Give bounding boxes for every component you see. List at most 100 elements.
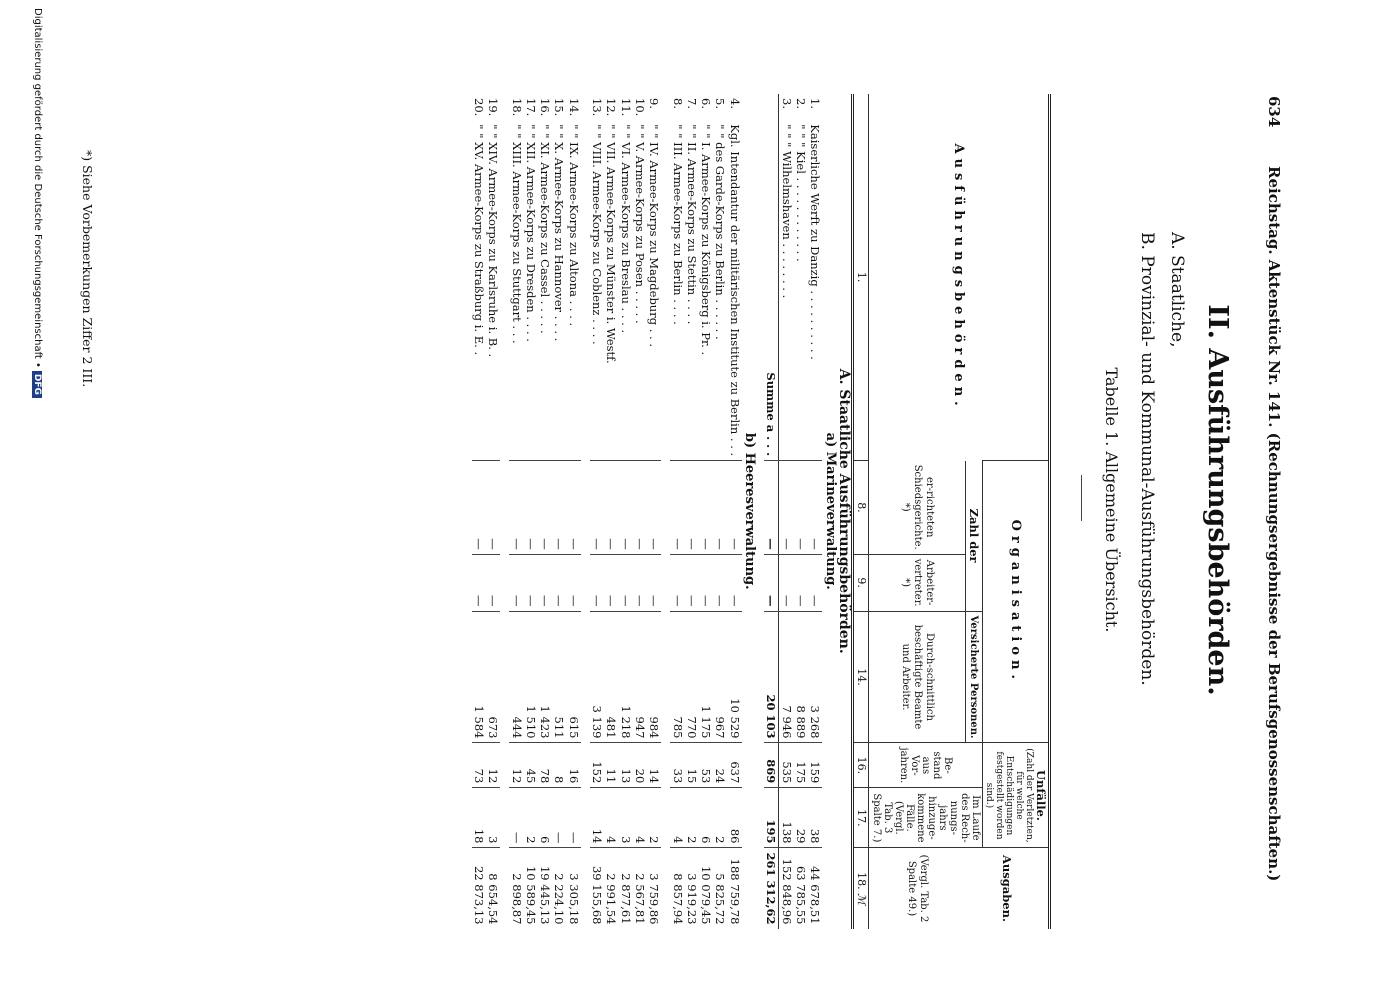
cell-c14: 1 423 — [537, 611, 553, 743]
marine-rows: 1.Kaiserliche Werft zu Danzig . . . . . … — [778, 94, 823, 929]
row-number: 9. — [647, 98, 662, 109]
ausgaben-header: Ausgaben. — [965, 847, 1050, 929]
row-number: 3. — [779, 98, 794, 109]
row-name: " " I. Armee-Korps zu Königsberg i. Pr. … — [699, 124, 714, 356]
cell-c16: 152 — [589, 742, 605, 788]
cell-c17: 38 — [807, 787, 823, 848]
cell-c8: — — [646, 460, 662, 555]
cell-c8: — — [552, 460, 567, 555]
table-row: 18." " XIII. Armee-Korps zu Stuttgart . … — [509, 94, 524, 929]
row-name: " " XII. Armee-Korps zu Dresden . . . . — [523, 124, 538, 342]
divider — [1081, 475, 1082, 521]
row-gap — [581, 94, 590, 929]
cell-c17: 4 — [670, 787, 685, 848]
row-number: 6. — [699, 98, 714, 109]
cell-c14: 770 — [684, 611, 699, 743]
table-row: 14." " IX. Armee-Korps zu Altona . . . .… — [566, 94, 581, 929]
cell-c14: 1 584 — [471, 611, 486, 743]
cell-c17: 29 — [793, 787, 808, 848]
cell-c9: — — [509, 554, 524, 612]
sub-a-heading: a) Marineverwaltung. — [822, 432, 838, 590]
cell-c14: 481 — [604, 611, 619, 743]
cell-c16: 78 — [537, 742, 553, 788]
row-name: " " XV. Armee-Korps zu Straßburg i. E. . — [471, 124, 486, 356]
table-row: 5." " des Garde-Korps zu Berlin . . . . … — [713, 94, 728, 929]
cell-c18: 3 919,23 — [684, 847, 699, 929]
cell-c14: 1 510 — [523, 611, 538, 743]
cell-c8: — — [523, 460, 538, 555]
cell-c9: — — [589, 554, 605, 612]
cell-c16: 73 — [471, 742, 486, 788]
cell-c9: — — [471, 554, 486, 612]
cell-c16: 15 — [684, 742, 699, 788]
cell-c9: — — [670, 554, 685, 612]
table-row: 15." " X. Armee-Korps zu Hannover . . . … — [552, 94, 567, 929]
cell-c17: 4 — [604, 787, 619, 848]
colnum-17: 17. — [852, 787, 869, 848]
table-row: 17. " " XII. Armee-Korps zu Dresden . . .… — [523, 94, 538, 929]
cell-c17: 138 — [778, 787, 794, 848]
colnum-18: 18. ℳ — [852, 847, 869, 929]
cell-c18: 2 224,10 — [552, 847, 567, 929]
table-row: 11." " VI. Armee-Korps zu Breslau . . . … — [618, 94, 633, 929]
cell-c9: — — [684, 554, 699, 612]
cell-c17: 3 — [485, 787, 501, 848]
col16-header: Be-stand aus Vor-jahren. — [868, 742, 983, 788]
header-row-1: Ausführungsbehörden. Organisation. Unfäl… — [951, 94, 1050, 929]
overview-table: Ausführungsbehörden. Organisation. Unfäl… — [471, 94, 1051, 929]
cell-c18: 2 567,81 — [632, 847, 647, 929]
table-row: 10." " V. Armee-Korps zu Posen . . . . .… — [632, 94, 647, 929]
cell-c18: 188 759,78 — [727, 847, 742, 929]
digitization-notice: Digitalisierung gefördert durch die Deut… — [32, 8, 43, 398]
table-row: 3." " " Wilhelmshaven . . . . . . . .——7… — [778, 94, 794, 929]
table-row: 1.Kaiserliche Werft zu Danzig . . . . . … — [807, 94, 823, 929]
organisation-header: Organisation. — [982, 460, 1050, 743]
cell-c14: 511 — [552, 611, 567, 743]
col9-header: Arbeiter-vertreter. *) — [868, 554, 966, 612]
cell-c18: 2 898,87 — [509, 847, 524, 929]
row-number: 17. — [523, 98, 538, 117]
table-row: 4.Kgl. Intendantur der militärischen Ins… — [727, 94, 742, 929]
row-name: " " V. Armee-Korps zu Posen . . . . . — [632, 124, 647, 324]
cell-c16: 535 — [778, 742, 794, 788]
cell-c16: 12 — [509, 742, 524, 788]
running-head: Reichstag. Aktenstück Nr. 141. (Rechnung… — [1265, 166, 1283, 882]
section-a-heading: A. Staatliche Ausführungsbehörden. — [835, 368, 852, 654]
cell-c14: 7 946 — [778, 611, 794, 743]
cell-c14: 967 — [713, 611, 728, 743]
row-name: Kgl. Intendantur der militärischen Insti… — [727, 124, 742, 457]
table-row: 13." " VIII. Armee-Korps zu Coblenz . . … — [589, 94, 605, 929]
table-row: 2." " " Kiel . . . . . . . . . . . .——8 … — [793, 94, 808, 929]
table-row: 8." " III. Armee-Korps zu Berlin . . . .… — [670, 94, 685, 929]
cell-c8: — — [604, 460, 619, 555]
cell-c18: 22 873,13 — [471, 847, 486, 929]
cell-c9: — — [523, 554, 538, 612]
sub-b-heading: b) Heeresverwaltung. — [742, 432, 758, 590]
cell-c18: 10 589,45 — [523, 847, 538, 929]
zahl-der-header: Zahl der — [965, 460, 983, 612]
cell-c8: — — [471, 460, 486, 555]
cell-c17: 6 — [698, 787, 714, 848]
table-row: 9." " IV. Armee-Korps zu Magdeburg . . .… — [646, 94, 662, 929]
cell-c9: — — [727, 554, 742, 612]
row-name: " " XIII. Armee-Korps zu Stuttgart . . . — [509, 124, 524, 344]
cell-c9: — — [793, 554, 808, 612]
row-name: Kaiserliche Werft zu Danzig . . . . . . … — [808, 124, 823, 360]
cell-c18: 152 848,96 — [778, 847, 794, 929]
row-number: 7. — [684, 98, 699, 109]
table-row: 12." " VII. Armee-Korps zu Münster i. We… — [604, 94, 619, 929]
cell-c9: — — [537, 554, 553, 612]
cell-c16: 12 — [485, 742, 501, 788]
row-name: " " " Kiel . . . . . . . . . . . . — [793, 124, 808, 262]
col14-header: Durch-schnittlich beschäftigte Beamte un… — [868, 611, 966, 743]
subtitle-b: B. Provinzial- und Kommunal-Ausführungsb… — [1137, 232, 1157, 686]
cell-c8: — — [670, 460, 685, 555]
cell-c9: — — [604, 554, 619, 612]
page-number: 634 — [1265, 96, 1283, 128]
row-name: " " XI. Armee-Korps zu Cassel . . . . . — [538, 124, 553, 334]
row-name: " " III. Armee-Korps zu Berlin . . . . — [670, 124, 685, 325]
row-number: 16. — [538, 98, 553, 117]
cell-c9: — — [566, 554, 581, 612]
cell-c14: 8 889 — [793, 611, 808, 743]
cell-c18: 8 654,54 — [485, 847, 501, 929]
